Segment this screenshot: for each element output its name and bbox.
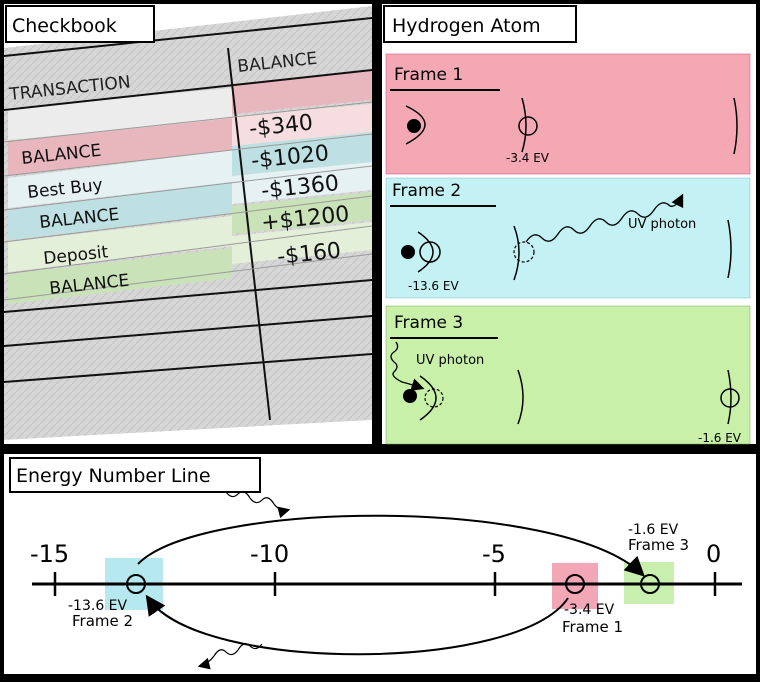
electron-ghost: [513, 241, 535, 263]
orbit-arc: [517, 369, 524, 425]
photon-wave: [525, 193, 684, 243]
frame-2-bg: [385, 177, 751, 299]
electron: [518, 116, 538, 136]
point-label-value-3-4: -3.4 EV: [564, 602, 615, 618]
frame-3: Frame 3 UV photon -1.6 EV: [385, 305, 751, 445]
point-label-frame-1-6: Frame 3: [628, 536, 689, 554]
balance-band-blue: [232, 132, 372, 176]
frame-1-bg: [385, 53, 751, 175]
orbit-arc: [727, 369, 732, 425]
nucleus: [403, 389, 417, 403]
orbit-arc: [419, 375, 437, 421]
hydrogen-panel: Hydrogen Atom Frame 1 -3.4 EV Frame 2: [382, 4, 756, 445]
transaction-band-blue: [8, 182, 232, 240]
frame-3-bg: [385, 305, 751, 445]
point-13-6: [126, 574, 146, 594]
frame-2-photon: UV photon: [628, 217, 696, 232]
checkbook-paper: [3, 6, 373, 440]
tick-label--5: -5: [482, 540, 506, 568]
transaction-band-green: [8, 248, 232, 304]
tick-label--15: -15: [30, 540, 69, 568]
frame-3-title: Frame 3: [394, 313, 463, 333]
nucleus: [401, 245, 415, 259]
orbit-arc: [521, 97, 527, 153]
checkbook-title-box: [5, 5, 155, 43]
point-label-value-1-6: -1.6 EV: [628, 522, 679, 538]
transaction-band-pink: [8, 118, 232, 176]
energy-line-panel: Energy Number Line -15 -10 -5 0 -13.6 EV: [4, 454, 756, 674]
frame-3-photon: UV photon: [416, 353, 484, 368]
highlight-3-4: [552, 563, 598, 609]
tick-label-0: 0: [706, 540, 721, 568]
frame-2-title: Frame 2: [392, 181, 461, 201]
incoming-photon: [225, 491, 291, 519]
nucleus: [407, 119, 421, 133]
transition-arrow-down: [145, 594, 569, 656]
energy-line-title: Energy Number Line: [16, 465, 211, 487]
frame-1-energy: -3.4 EV: [506, 151, 550, 165]
frame-3-energy: -1.6 EV: [698, 431, 742, 445]
outgoing-photon: [197, 643, 263, 670]
tick-label--10: -10: [250, 540, 289, 568]
frame-2: Frame 2 UV photon -13.6 EV: [385, 177, 751, 299]
point-label-frame-3-4: Frame 1: [562, 618, 623, 636]
electron: [720, 388, 740, 408]
transition-arrow-up: [137, 514, 645, 577]
checkbook-panel: TRANSACTION BALANCE BALANCE Best Buy BAL…: [3, 4, 373, 444]
orbit-arc: [733, 97, 738, 155]
balance-band-green: [232, 192, 372, 234]
frame-1-title: Frame 1: [394, 65, 463, 85]
point-1-6: [640, 574, 660, 594]
orbit-arc: [417, 231, 434, 273]
point-3-4: [565, 574, 585, 594]
orbit-arc: [405, 105, 426, 145]
frame-2-energy: -13.6 EV: [408, 279, 459, 293]
point-label-value-13-6: -13.6 EV: [68, 598, 128, 614]
photon-wave: [390, 341, 425, 391]
frame-1: Frame 1 -3.4 EV: [385, 53, 751, 175]
energy-line-title-box: [9, 457, 261, 493]
hydrogen-title: Hydrogen Atom: [392, 15, 541, 37]
orbit-arc: [727, 219, 732, 279]
checkbook-title: Checkbook: [12, 15, 117, 37]
point-label-frame-13-6: Frame 2: [72, 612, 133, 630]
orbit-arc: [513, 225, 520, 281]
hydrogen-title-box: [383, 5, 577, 43]
